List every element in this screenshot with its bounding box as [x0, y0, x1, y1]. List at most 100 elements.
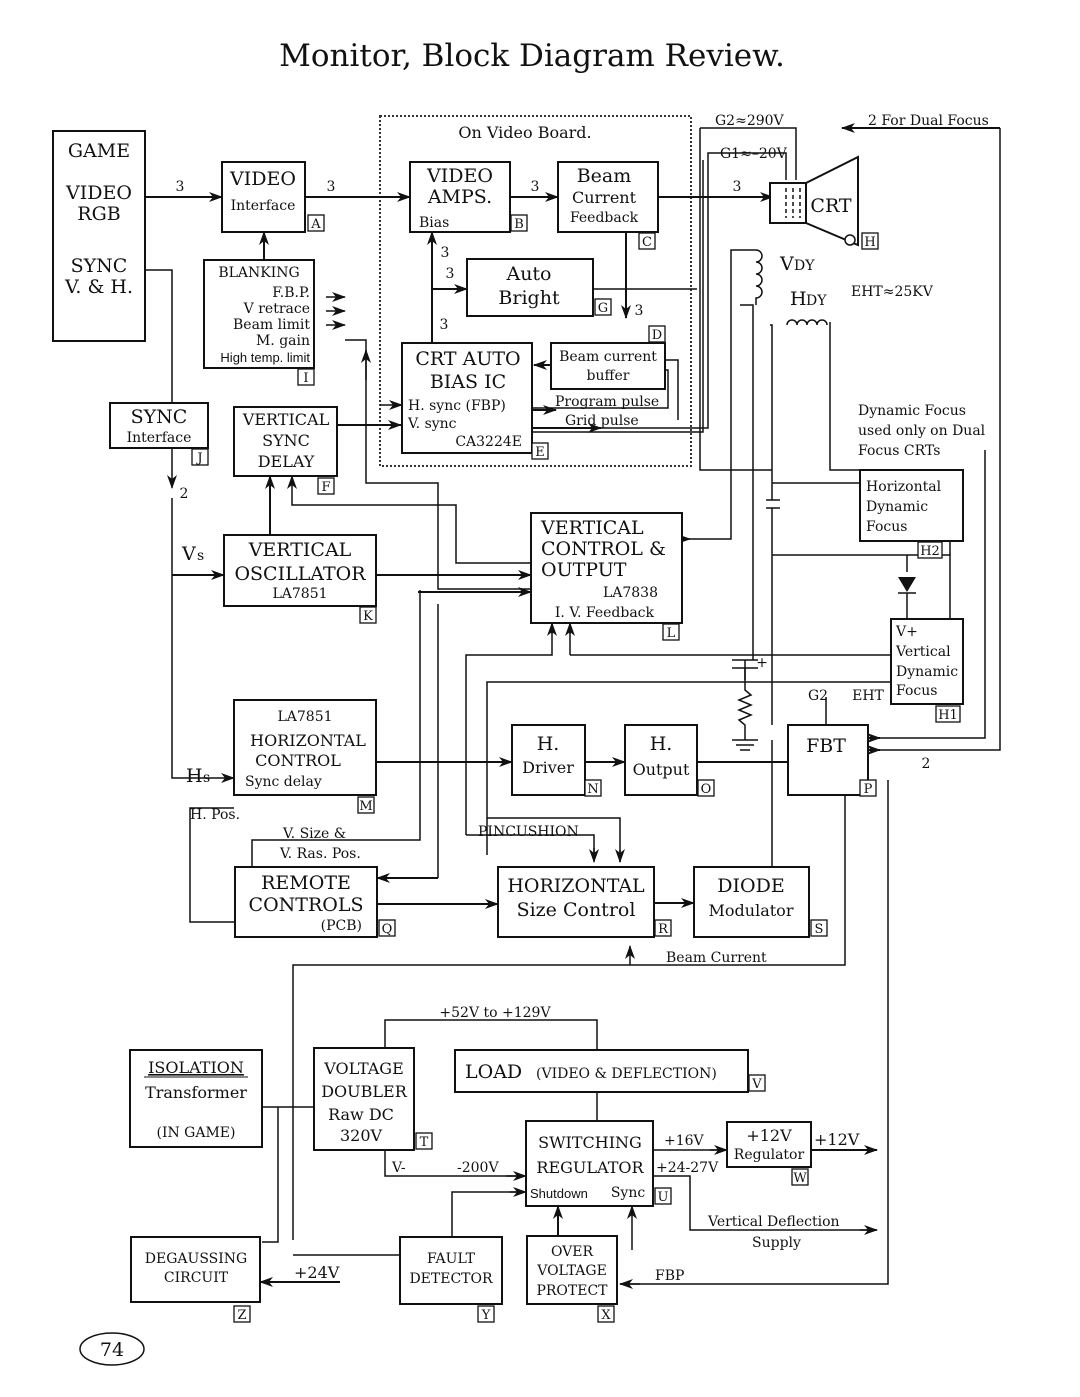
video-interface-title: VIDEO [229, 168, 296, 190]
hout-subtitle: Output [633, 760, 690, 779]
hctrl-part: LA7851 [277, 709, 332, 725]
isolation-transformer-block: ISOLATION Transformer (IN GAME) [129, 1049, 263, 1148]
tag-j: J [195, 451, 202, 466]
label-3-g: 3 [440, 317, 449, 333]
signal-labels: 3 3 3 3 3 3 3 3 2 2 G2≈290V G1≈–20V 2 Fo… [176, 113, 989, 1284]
isolation-title: ISOLATION [148, 1058, 244, 1077]
game-source-block: GAME VIDEO RGB SYNC V. & H. [52, 130, 146, 342]
video-board-region [379, 115, 692, 467]
ovp-title-3: PROTECT [536, 1283, 608, 1299]
beam-title: Beam [577, 165, 632, 187]
label-hdy-sub: DY [806, 293, 827, 309]
label-g1-20: G1≈–20V [720, 146, 788, 162]
tag-z: Z [237, 1308, 246, 1323]
buffer-title-1: Beam current [559, 349, 657, 365]
label-g2-290: G2≈290V [715, 113, 785, 129]
hdf-title-1: Horizontal [866, 479, 942, 495]
page-title: Monitor, Block Diagram Review. [279, 38, 785, 74]
crt-bias-title-2: BIAS IC [430, 371, 506, 393]
tag-h2: H2 [920, 544, 940, 559]
isolation-subtitle: Transformer [145, 1083, 247, 1102]
tag-q: Q [382, 922, 393, 937]
vctrl-title-1: VERTICAL [540, 517, 644, 539]
crt-bias-part: CA3224E [455, 434, 522, 450]
vertical-oscillator-block: VERTICAL OSCILLATOR LA7851 K [223, 534, 377, 624]
label-3-h: 3 [635, 303, 644, 319]
tag-x: X [601, 1308, 611, 1323]
vosc-title-1: VERTICAL [248, 539, 352, 561]
vctrl-ivfeedback: I. V. Feedback [555, 605, 655, 621]
crt-bias-title-1: CRT AUTO [415, 348, 520, 370]
label-eht-25kv: EHT≈25KV [851, 284, 934, 300]
vctrl-title-3: OUTPUT [541, 559, 627, 581]
degauss-title-1: DEGAUSSING [145, 1251, 247, 1267]
fault-title-1: FAULT [427, 1251, 476, 1267]
horizontal-dynamic-focus-block: Horizontal Dynamic Focus H2 [859, 469, 964, 559]
auto-bright-title-2: Bright [498, 287, 560, 309]
sync-interface-block: SYNC Interface J [109, 402, 209, 466]
hsize-title: HORIZONTAL [507, 875, 645, 897]
label-2-sync: 2 [180, 486, 189, 502]
label-3-d: 3 [733, 179, 742, 195]
blanking-title: BLANKING [218, 265, 299, 281]
game-sync-label: SYNC [71, 255, 128, 277]
label-hdy: H [790, 288, 807, 310]
label-g2: G2 [808, 688, 828, 704]
tag-u: U [658, 1190, 669, 1205]
beam-current: Current [572, 188, 637, 207]
blanking-mgain: M. gain [256, 333, 310, 349]
hsize-subtitle: Size Control [517, 899, 636, 921]
hctrl-title-1: HORIZONTAL [250, 731, 366, 750]
remote-title-2: CONTROLS [249, 894, 364, 916]
vsd-title-2: SYNC [262, 431, 310, 450]
blanking-beamlimit: Beam limit [233, 317, 310, 333]
label-24v: +24V [294, 1263, 340, 1282]
vertical-control-output-block: VERTICAL CONTROL & OUTPUT LA7838 I. V. F… [530, 512, 683, 641]
doubler-320v: 320V [340, 1126, 383, 1145]
label-2-fbt: 2 [922, 756, 931, 772]
switching-regulator-block: SWITCHING REGULATOR Shutdown Sync U [525, 1120, 672, 1207]
remote-pcb: (PCB) [321, 918, 362, 934]
vsd-title-3: DELAY [258, 452, 315, 471]
fbt-block: FBT P [787, 724, 877, 797]
game-vh-label: V. & H. [64, 276, 133, 298]
ovp-title-1: OVER [551, 1244, 594, 1260]
video-board-label: On Video Board. [458, 123, 591, 142]
blanking-hightemp: High temp. limit [220, 350, 310, 365]
vdf-title-3: Focus [896, 683, 937, 699]
isolation-in-game: (IN GAME) [156, 1125, 235, 1141]
program-pulse-label: Program pulse [555, 394, 659, 410]
video-amps-title-2: AMPS. [427, 186, 492, 208]
blanking-vretrace: V retrace [243, 301, 310, 317]
remote-title-1: REMOTE [261, 872, 351, 894]
reg12-block: +12V Regulator W [726, 1121, 812, 1186]
tag-g: G [598, 301, 608, 316]
reg12-subtitle: Regulator [734, 1147, 805, 1163]
beam-current-feedback-block: Beam Current Feedback C [557, 161, 659, 250]
label-dual-focus: 2 For Dual Focus [868, 113, 989, 129]
page-number: 74 [100, 1339, 124, 1361]
vertical-sync-delay-block: VERTICAL SYNC DELAY F [233, 406, 338, 495]
tag-w: W [793, 1171, 807, 1186]
label-v-minus: V- [391, 1160, 406, 1176]
tag-p: P [864, 782, 873, 797]
tag-f: F [321, 480, 330, 495]
video-interface-subtitle: Interface [231, 198, 296, 214]
crt-bias-hsync: H. sync (FBP) [408, 398, 506, 414]
vosc-part: LA7851 [272, 586, 327, 602]
label-vdy-sub: DY [794, 258, 815, 274]
auto-bright-title-1: Auto [505, 263, 551, 285]
video-amps-title-1: VIDEO [426, 165, 493, 187]
tag-v: V [751, 1077, 762, 1092]
tag-k: K [363, 609, 373, 624]
tag-d: D [652, 328, 662, 343]
tag-i: I [303, 371, 308, 386]
hdf-title-2: Dynamic [866, 499, 928, 515]
blanking-fbp: F.B.P. [272, 285, 310, 301]
tag-e: E [535, 445, 545, 460]
label-3-e: 3 [441, 245, 450, 261]
label-vs: V [181, 543, 196, 565]
vdf-title-1: Vertical [895, 644, 951, 660]
label-cap-plus: + [756, 655, 768, 671]
